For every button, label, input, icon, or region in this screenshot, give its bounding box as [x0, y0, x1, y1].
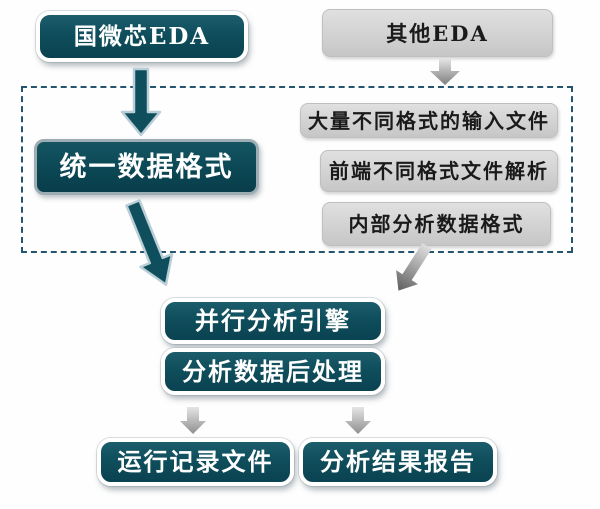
arrow-othereda-to-inputs-icon: [430, 59, 460, 85]
arrow-postprocess-to-runlog-icon: [180, 407, 206, 434]
node-other-eda: 其他EDA: [322, 9, 553, 57]
node-guoweixin-eda: 国微芯EDA: [36, 11, 248, 62]
arrow-guoweixin-to-unified-icon: [120, 67, 162, 137]
node-input-files: 大量不同格式的输入文件: [300, 103, 558, 138]
node-result-report: 分析结果报告: [299, 438, 497, 486]
arrow-postprocess-to-report-icon: [345, 407, 371, 434]
node-post-process: 分析数据后处理: [161, 348, 385, 395]
node-unified-data-format: 统一数据格式: [34, 139, 259, 195]
arrow-internal-to-engine-icon: [396, 243, 432, 291]
arrow-unified-to-engine-icon: [125, 199, 174, 286]
unified-format-dashed-region: [21, 86, 573, 253]
node-frontend-parse: 前端不同格式文件解析: [320, 150, 558, 192]
node-run-log: 运行记录文件: [97, 438, 294, 486]
node-internal-format: 内部分析数据格式: [322, 202, 551, 246]
node-parallel-engine: 并行分析引擎: [161, 298, 385, 344]
